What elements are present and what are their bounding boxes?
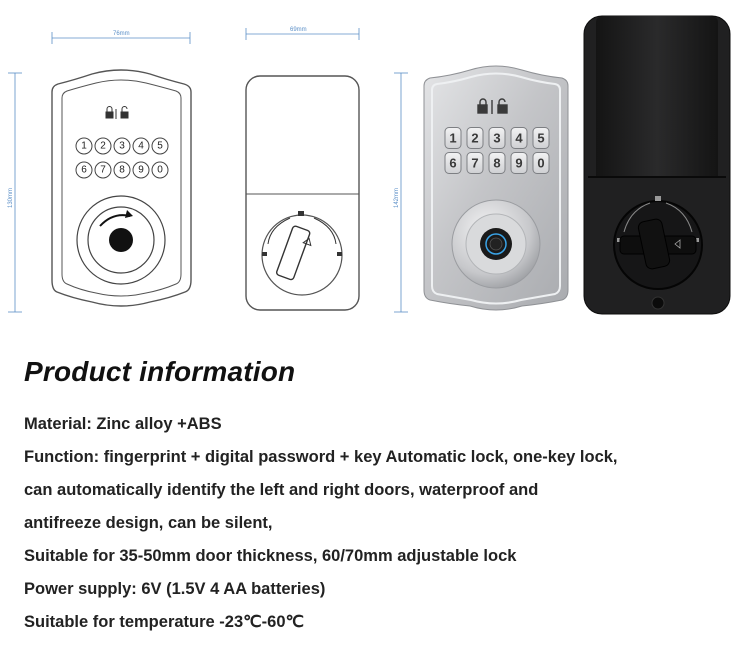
keypad-key-7 [466, 152, 484, 174]
keypad-key-4 [510, 127, 528, 149]
photo-lock-icons [477, 98, 508, 114]
keypad-key-label: 6 [81, 165, 87, 176]
front-escutcheon-inner [61, 79, 182, 297]
front-photo-bevel [431, 72, 561, 305]
keypad-key-label: 9 [138, 165, 144, 176]
front-keypad: 1 2 3 4 5 6 7 8 9 0 [75, 137, 169, 179]
front-escutcheon-outline [51, 69, 192, 307]
front-width-dimension [51, 32, 191, 44]
back-photo [583, 15, 731, 315]
keypad-key-1 [75, 137, 93, 155]
spec-function-cont-1: can automatically identify the left and … [24, 481, 539, 499]
keypad-key-8 [113, 161, 131, 179]
keypad-key-5 [532, 127, 550, 149]
keypad-key-6 [75, 161, 93, 179]
keypad-key-label: 2 [100, 141, 106, 152]
front-drawing: 76mm 130mm 1 2 3 4 5 6 7 8 9 0 [8, 31, 192, 313]
keypad-key-7 [94, 161, 112, 179]
keypad-key-label: 8 [493, 156, 500, 171]
keypad-key-label: 5 [157, 141, 163, 152]
keypad-key-8 [488, 152, 506, 174]
keypad-key-3 [488, 127, 506, 149]
product-info-title: Product information [24, 356, 296, 387]
keypad-key-label: 9 [515, 156, 522, 171]
keypad-key-label: 3 [493, 131, 500, 146]
back-photo-screw [651, 296, 665, 310]
keypad-key-label: 4 [515, 131, 523, 146]
front-cylinder [76, 195, 166, 285]
back-width-dimension [245, 28, 360, 40]
lock-icons [105, 106, 129, 119]
keypad-key-label: 0 [157, 165, 163, 176]
spec-door-thickness: Suitable for 35-50mm door thickness, 60/… [24, 547, 517, 565]
back-photo-cover [596, 16, 718, 176]
front-height-label: 130mm [8, 188, 14, 208]
back-photo-thumbturn [613, 196, 703, 290]
front-photo-knob [451, 199, 541, 289]
keypad-key-label: 3 [119, 141, 125, 152]
keypad-key-9 [132, 161, 150, 179]
keypad-key-label: 2 [471, 131, 478, 146]
spec-function: Function: fingerprint + digital password… [24, 448, 618, 466]
back-drawing: 69mm 142mm [245, 27, 408, 313]
back-body-outline [245, 75, 360, 311]
keypad-key-label: 5 [537, 131, 544, 146]
keypad-key-label: 4 [138, 141, 144, 152]
spec-temperature: Suitable for temperature -23℃-60℃ [24, 613, 305, 631]
keypad-key-0 [532, 152, 550, 174]
keypad-key-label: 1 [81, 141, 87, 152]
keypad-key-4 [132, 137, 150, 155]
front-height-dimension [8, 72, 22, 313]
keypad-key-9 [510, 152, 528, 174]
keypad-key-label: 0 [537, 156, 544, 171]
product-specs: Material: Zinc alloy +ABS Function: fing… [24, 408, 746, 639]
back-thumbturn [261, 211, 343, 296]
back-height-label: 142mm [394, 188, 400, 208]
keypad-key-0 [151, 161, 169, 179]
keypad-key-5 [151, 137, 169, 155]
spec-material: Material: Zinc alloy +ABS [24, 415, 222, 433]
keypad-key-3 [113, 137, 131, 155]
spec-function-cont-2: antifreeze design, can be silent, [24, 514, 273, 532]
keypad-key-6 [444, 152, 462, 174]
keypad-key-label: 6 [449, 156, 456, 171]
keypad-key-label: 1 [449, 131, 456, 146]
keypad-key-2 [94, 137, 112, 155]
keypad-key-label: 7 [471, 156, 478, 171]
front-width-label: 76mm [113, 31, 130, 37]
keypad-key-1 [444, 127, 462, 149]
keypad-key-label: 8 [119, 165, 125, 176]
back-height-dimension [394, 72, 408, 313]
keypad-key-label: 7 [100, 165, 106, 176]
spec-power-supply: Power supply: 6V (1.5V 4 AA batteries) [24, 580, 326, 598]
keypad-key-2 [466, 127, 484, 149]
back-width-label: 69mm [290, 27, 307, 33]
